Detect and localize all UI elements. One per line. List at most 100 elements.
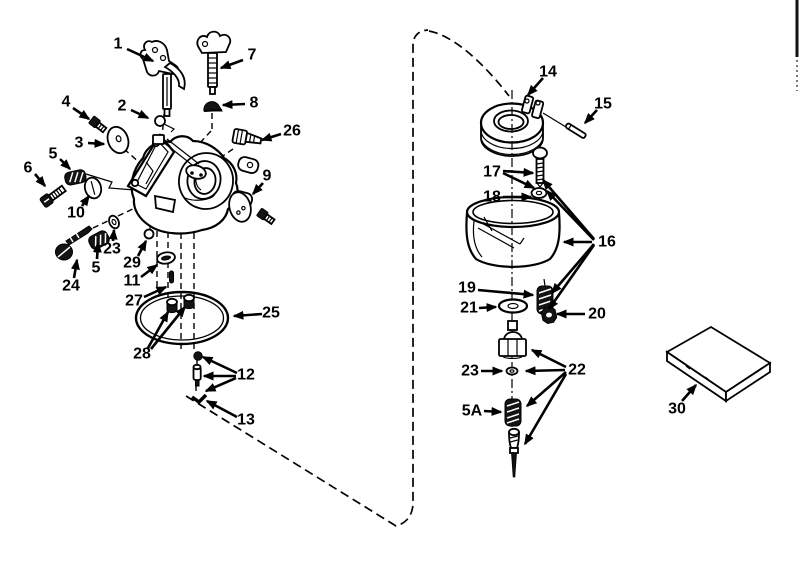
callout-label-28: 28 xyxy=(133,346,151,363)
callout-label-10: 10 xyxy=(67,205,85,222)
callout-label-24: 24 xyxy=(62,278,80,295)
callout-label-3: 3 xyxy=(75,135,84,152)
callout-arrow-16 xyxy=(547,244,596,311)
callout-arrow-22 xyxy=(525,371,567,407)
part-23-washer-right xyxy=(505,366,519,376)
callout-arrow-26 xyxy=(260,132,282,142)
callout-label-15: 15 xyxy=(594,96,612,113)
part-5-spring-upper xyxy=(64,169,87,186)
callout-arrow-4 xyxy=(72,106,91,121)
part-22-bowl-nut xyxy=(498,320,527,360)
callout-arrow-5A xyxy=(483,406,503,416)
callout-arrow-11 xyxy=(140,263,159,279)
callout-label-7: 7 xyxy=(248,47,257,64)
part-25-o-ring xyxy=(134,290,230,346)
callout-arrow-19 xyxy=(477,288,535,299)
part-11-gasket xyxy=(156,251,176,265)
callout-label-21: 21 xyxy=(460,300,478,317)
part-8-seal xyxy=(203,101,223,112)
callout-arrow-10 xyxy=(79,194,91,207)
callout-arrow-12 xyxy=(201,355,238,375)
callout-label-16: 16 xyxy=(598,234,616,251)
callout-label-6: 6 xyxy=(24,160,33,177)
callout-label-26: 26 xyxy=(283,123,301,140)
callout-label-23: 23 xyxy=(103,241,121,258)
callout-arrow-30 xyxy=(681,383,697,402)
callout-label-9: 9 xyxy=(263,168,272,185)
callout-label-5: 5 xyxy=(49,146,58,163)
part-17-screw xyxy=(532,146,548,188)
callout-arrow-23 xyxy=(108,228,118,242)
part-1-throttle-shaft-lever xyxy=(139,40,186,117)
part-20-nut xyxy=(540,306,558,324)
callout-label-5: 5 xyxy=(92,260,101,277)
part-28-caps xyxy=(166,293,195,314)
part-26-fitting xyxy=(231,128,263,146)
callout-label-18: 18 xyxy=(483,189,501,206)
part-2-clip xyxy=(154,115,176,133)
part-14-float xyxy=(479,94,567,157)
callout-arrow-6 xyxy=(34,173,46,188)
assembly-connector-dashes xyxy=(185,29,510,527)
callout-label-2: 2 xyxy=(118,98,127,115)
callout-arrow-15 xyxy=(583,109,598,125)
callout-label-1: 1 xyxy=(114,36,123,53)
callout-label-25: 25 xyxy=(262,305,280,322)
callout-label-8: 8 xyxy=(250,95,259,112)
float-bowl-assembly xyxy=(465,90,587,478)
callout-arrow-22 xyxy=(524,366,566,376)
callout-arrow-5 xyxy=(92,241,102,260)
callout-arrow-24 xyxy=(70,258,80,279)
callout-arrow-17 xyxy=(502,171,536,190)
callout-arrow-12 xyxy=(204,376,237,393)
callout-arrow-14 xyxy=(527,77,544,97)
callout-arrow-17 xyxy=(502,167,535,177)
callout-arrow-22 xyxy=(523,373,568,446)
part-13-clip xyxy=(190,393,208,405)
part-needle-valve xyxy=(508,427,520,478)
callout-arrow-8 xyxy=(221,100,246,110)
callout-label-27: 27 xyxy=(125,293,143,310)
part-29-ball xyxy=(143,228,155,240)
part-9-disc xyxy=(228,191,252,223)
callout-label-22: 22 xyxy=(568,362,586,379)
callout-arrow-13 xyxy=(205,399,238,419)
part-18-washer xyxy=(530,187,548,199)
callout-label-20: 20 xyxy=(588,306,606,323)
callout-label-13: 13 xyxy=(237,412,255,429)
callout-arrow-1 xyxy=(126,47,155,63)
part-10-plug xyxy=(83,176,103,200)
part-12-needle-set xyxy=(192,351,203,387)
callout-arrow-9 xyxy=(251,182,264,196)
part-30-kit-box xyxy=(665,325,772,403)
part-5a-spring xyxy=(504,398,522,427)
callout-label-12: 12 xyxy=(237,367,255,384)
callout-arrow-7 xyxy=(219,58,244,70)
callout-arrow-16 xyxy=(551,243,595,295)
callout-arrow-25 xyxy=(232,310,263,320)
box-edge-printing xyxy=(685,365,709,380)
callout-label-19: 19 xyxy=(458,280,476,297)
callout-label-5A: 5A xyxy=(462,403,483,420)
part-4-screw-right xyxy=(256,208,276,226)
part-3-disc xyxy=(106,125,130,155)
callout-arrow-16 xyxy=(545,189,595,241)
part-27-pin xyxy=(169,270,174,284)
callout-arrow-28 xyxy=(149,305,187,350)
callout-arrow-21 xyxy=(478,303,498,313)
part-6-screw xyxy=(39,184,67,208)
callout-label-4: 4 xyxy=(62,94,71,111)
callout-arrow-22 xyxy=(530,348,567,369)
part-24-adjust-screw xyxy=(55,225,93,261)
callout-arrow-28 xyxy=(146,310,170,349)
part-15-hinge-pin xyxy=(564,122,587,139)
callout-arrow-27 xyxy=(143,285,168,299)
callout-layer: 1234567891026245232911272528121314151718… xyxy=(24,36,697,446)
callout-arrow-3 xyxy=(87,138,106,148)
callout-label-14: 14 xyxy=(539,64,557,81)
callout-label-29: 29 xyxy=(123,255,141,272)
callout-arrow-29 xyxy=(136,239,148,257)
carburetor-body-assembly xyxy=(39,30,276,405)
